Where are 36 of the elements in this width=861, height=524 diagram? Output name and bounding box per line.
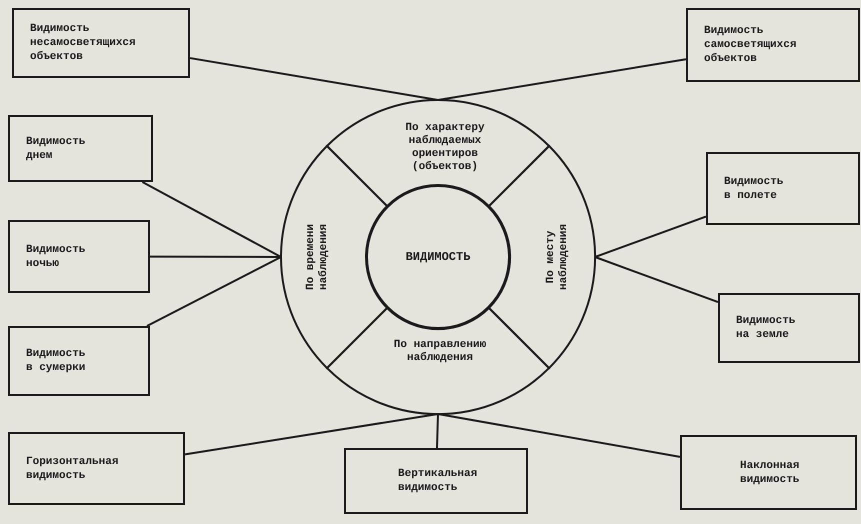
connector-line bbox=[438, 58, 686, 101]
connector-line bbox=[594, 216, 706, 258]
box-label: Видимость в сумерки bbox=[26, 347, 86, 375]
box-label: Видимость несамосветящихся объектов bbox=[30, 22, 137, 64]
connector-line bbox=[436, 414, 439, 448]
center-label: ВИДИМОСТЬ bbox=[406, 250, 470, 264]
connector-line bbox=[142, 181, 282, 258]
sector-label: По направлению наблюдения bbox=[392, 338, 488, 365]
box-label: Видимость в полете bbox=[724, 174, 784, 202]
category-box bbox=[8, 115, 153, 182]
box-label: Видимость днем bbox=[26, 134, 86, 162]
box-label: Вертикальная видимость bbox=[398, 467, 478, 495]
category-box bbox=[8, 220, 150, 293]
category-box bbox=[680, 435, 857, 510]
box-label: Наклонная видимость bbox=[740, 458, 800, 486]
sector-label: По месту наблюдения bbox=[544, 222, 571, 292]
connector-line bbox=[190, 57, 438, 101]
category-box bbox=[686, 8, 860, 82]
connector-line bbox=[150, 256, 281, 258]
category-box bbox=[718, 293, 860, 363]
center-circle bbox=[366, 185, 510, 329]
box-label: Видимость на земле bbox=[736, 314, 796, 342]
category-box bbox=[8, 432, 185, 505]
category-box bbox=[12, 8, 190, 78]
connector-line bbox=[184, 413, 438, 456]
connector-line bbox=[146, 256, 282, 327]
category-box bbox=[8, 326, 150, 396]
connector-line bbox=[438, 413, 680, 458]
connector-line bbox=[594, 256, 718, 303]
sector-label: По характеру наблюдаемых ориентиров (объектов) bbox=[404, 122, 486, 174]
box-label: Горизонтальная видимость bbox=[26, 454, 120, 482]
box-label: Видимость ночью bbox=[26, 242, 86, 270]
category-box bbox=[344, 448, 528, 514]
sector-label: По времени наблюдения bbox=[305, 222, 331, 292]
box-label: Видимость самосветящихся объектов bbox=[704, 24, 798, 66]
category-box bbox=[706, 152, 860, 225]
